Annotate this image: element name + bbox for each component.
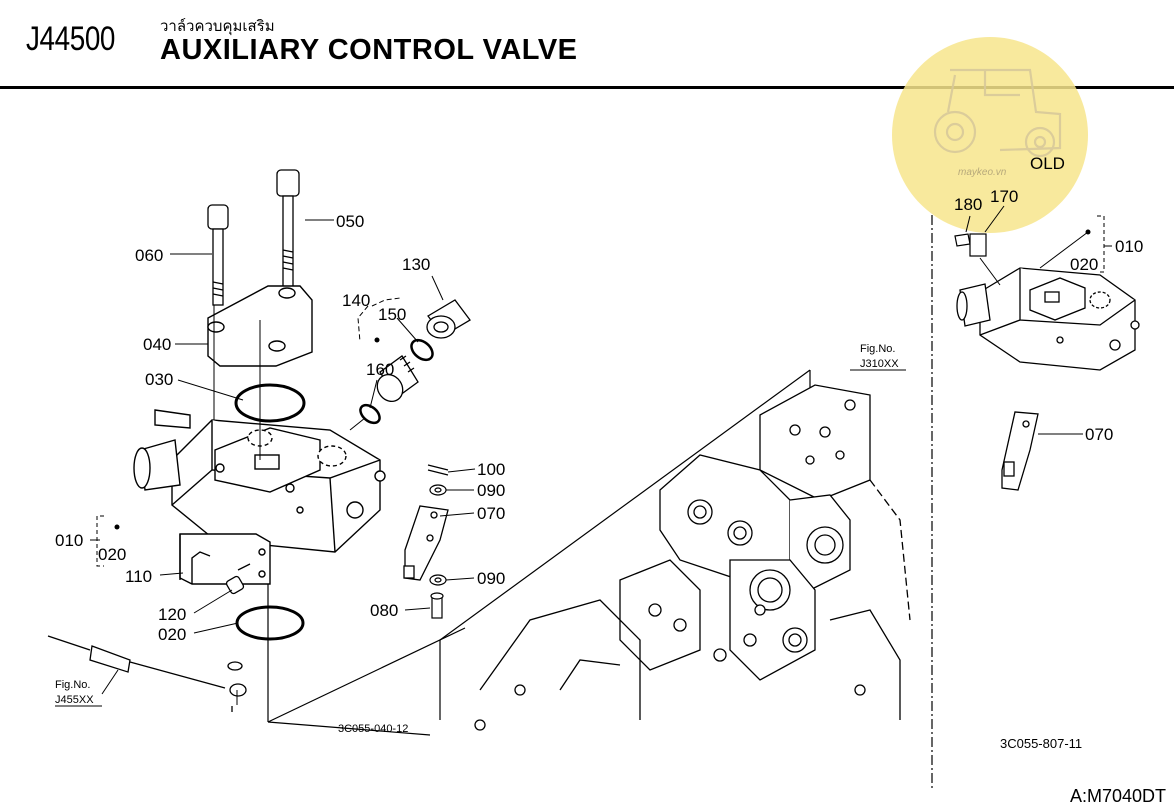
callout-130: 130 bbox=[402, 255, 430, 274]
oring-160 bbox=[359, 403, 381, 425]
callout-110: 110 bbox=[125, 567, 152, 586]
cotter-pin-100 bbox=[427, 464, 449, 476]
dot-marker bbox=[374, 337, 380, 343]
watermark-circle bbox=[892, 37, 1088, 233]
valve-body-010 bbox=[133, 409, 386, 553]
callout-040: 040 bbox=[143, 335, 171, 354]
callout-120: 120 bbox=[158, 605, 186, 624]
part-code: J44500 bbox=[26, 20, 116, 58]
callout-140: 140 bbox=[342, 291, 370, 310]
housing-drawing bbox=[474, 384, 911, 731]
bolt-060 bbox=[207, 204, 229, 306]
callout-020-upper: 020 bbox=[98, 545, 126, 564]
plug-140 bbox=[376, 355, 419, 403]
old-drawing-code: 3C055-807-11 bbox=[1000, 736, 1082, 751]
pin-080 bbox=[430, 592, 444, 619]
callout-090-lower: 090 bbox=[477, 569, 505, 588]
fig-ref-top-label: Fig.No. bbox=[860, 343, 895, 355]
washer-090-lower bbox=[429, 574, 447, 586]
fig-ref-left-label: Fig.No. bbox=[55, 679, 90, 691]
callout-020-lower: 020 bbox=[158, 625, 186, 644]
control-cable bbox=[47, 635, 247, 712]
old-label: OLD bbox=[1030, 154, 1065, 173]
old-part-170 bbox=[969, 233, 987, 257]
oring-150 bbox=[410, 338, 434, 362]
callout-080: 080 bbox=[370, 601, 398, 620]
callout-030: 030 bbox=[145, 370, 173, 389]
old-callout-070: 070 bbox=[1085, 425, 1113, 444]
old-clip-180 bbox=[954, 233, 971, 247]
fig-ref-top-code: J310XX bbox=[860, 358, 899, 370]
tractor-icon bbox=[933, 68, 1062, 158]
title-thai: วาล์วควบคุมเสริม bbox=[160, 17, 275, 35]
watermark-site: maykeo.vn bbox=[958, 167, 1007, 178]
old-callout-010: 010 bbox=[1115, 237, 1143, 256]
old-lever-070 bbox=[1001, 411, 1039, 491]
callout-050: 050 bbox=[336, 212, 364, 231]
watermark: maykeo.vn bbox=[892, 37, 1088, 233]
oring-030 bbox=[234, 383, 306, 423]
old-leader-lines bbox=[965, 205, 1112, 435]
page-title: AUXILIARY CONTROL VALVE bbox=[160, 34, 578, 66]
fig-ref-left-code: J455XX bbox=[55, 694, 94, 706]
bracket-110 bbox=[179, 533, 271, 585]
bolt-050 bbox=[276, 169, 300, 289]
old-valve-drawing bbox=[956, 267, 1140, 371]
callout-150: 150 bbox=[378, 305, 406, 324]
callout-090-upper: 090 bbox=[477, 481, 505, 500]
lever-070 bbox=[403, 505, 449, 581]
header-rule bbox=[0, 86, 1174, 89]
old-callout-170: 170 bbox=[990, 187, 1018, 206]
callout-070: 070 bbox=[477, 504, 505, 523]
old-callout-180: 180 bbox=[954, 195, 982, 214]
model-code: A:M7040DT bbox=[1069, 786, 1166, 806]
leader-lines bbox=[90, 219, 858, 705]
cap-130 bbox=[426, 299, 471, 339]
old-dot-marker bbox=[1085, 229, 1091, 235]
callout-010: 010 bbox=[55, 531, 83, 550]
bolt-120 bbox=[225, 563, 251, 595]
main-drawing-code: 3C055-040-12 bbox=[338, 723, 408, 735]
callout-100: 100 bbox=[477, 460, 505, 479]
callout-060: 060 bbox=[135, 246, 163, 265]
dot-marker bbox=[114, 524, 120, 530]
old-callout-020: 020 bbox=[1070, 255, 1098, 274]
oring-020 bbox=[235, 605, 305, 641]
washer-090-upper bbox=[429, 484, 447, 496]
callout-160: 160 bbox=[366, 360, 394, 379]
